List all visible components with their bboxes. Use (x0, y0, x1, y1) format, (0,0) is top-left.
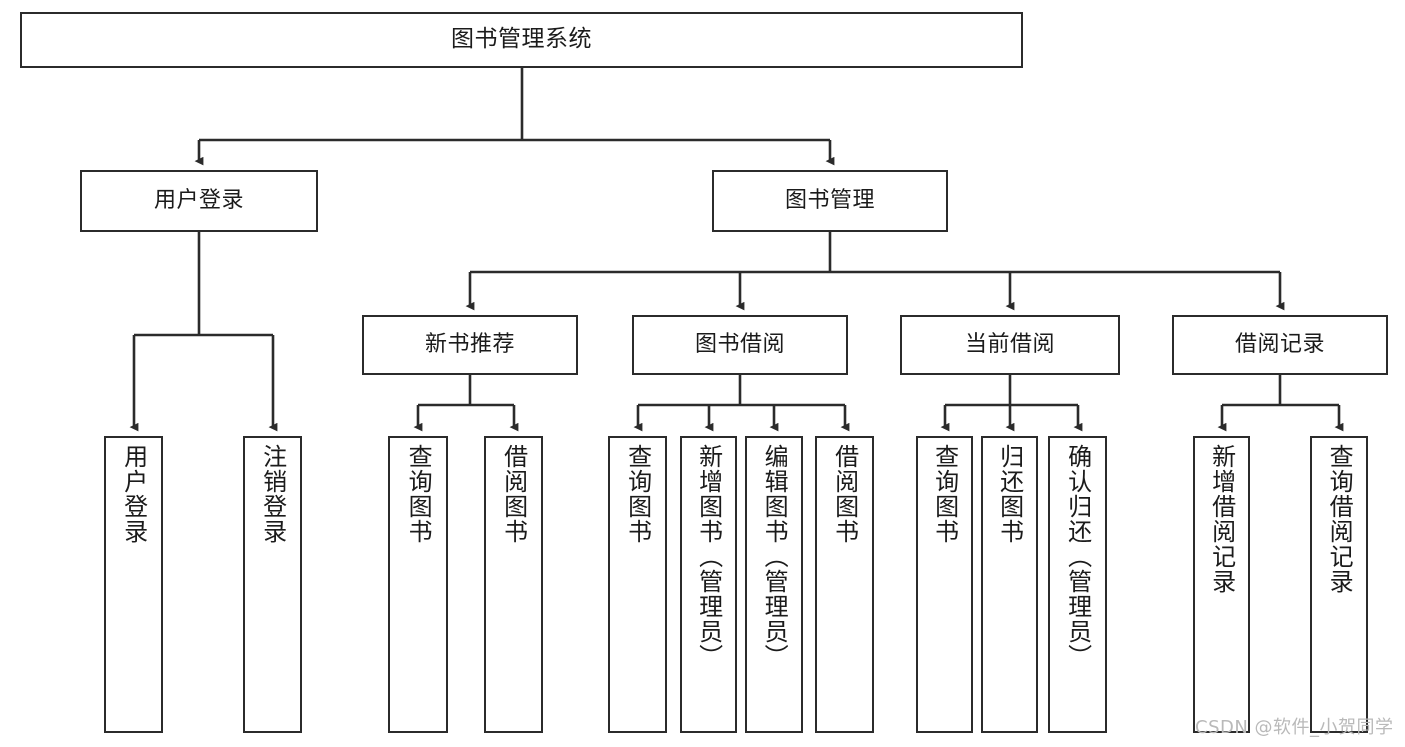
node-label: 图书借阅 (694, 332, 785, 358)
node-n8[interactable]: 注销登录 (243, 436, 302, 733)
node-n0[interactable]: 图书管理系统 (20, 12, 1023, 68)
node-label: 查询借阅记录 (1325, 444, 1354, 594)
node-label: 用户登录 (153, 188, 244, 214)
node-n2[interactable]: 图书管理 (712, 170, 948, 232)
node-label: 注销登录 (258, 444, 287, 544)
node-n14[interactable]: 借阅图书 (815, 436, 874, 733)
node-n1[interactable]: 用户登录 (80, 170, 318, 232)
node-label: 图书管理 (784, 188, 875, 214)
node-label: 查询图书 (930, 444, 959, 544)
node-label: 图书管理系统 (451, 26, 592, 53)
node-label: 查询图书 (623, 444, 652, 544)
node-label: 确认归还（管理员） (1063, 444, 1092, 669)
node-n15[interactable]: 查询图书 (916, 436, 973, 733)
node-n11[interactable]: 查询图书 (608, 436, 667, 733)
node-label: 新增图书（管理员） (694, 444, 723, 669)
node-n18[interactable]: 新增借阅记录 (1193, 436, 1250, 733)
node-n6[interactable]: 借阅记录 (1172, 315, 1388, 375)
node-n19[interactable]: 查询借阅记录 (1310, 436, 1368, 733)
node-n10[interactable]: 借阅图书 (484, 436, 543, 733)
node-label: 新增借阅记录 (1207, 444, 1236, 594)
node-n9[interactable]: 查询图书 (388, 436, 448, 733)
node-label: 新书推荐 (424, 332, 515, 358)
node-n12[interactable]: 新增图书（管理员） (680, 436, 737, 733)
node-label: 查询图书 (404, 444, 433, 544)
node-n3[interactable]: 新书推荐 (362, 315, 578, 375)
node-label: 借阅记录 (1234, 332, 1325, 358)
node-n7[interactable]: 用户登录 (104, 436, 163, 733)
node-label: 借阅图书 (830, 444, 859, 544)
node-label: 当前借阅 (964, 332, 1055, 358)
node-label: 用户登录 (119, 444, 148, 544)
node-n4[interactable]: 图书借阅 (632, 315, 848, 375)
node-label: 编辑图书（管理员） (760, 444, 789, 669)
node-label: 归还图书 (995, 444, 1024, 544)
node-n13[interactable]: 编辑图书（管理员） (745, 436, 803, 733)
node-n16[interactable]: 归还图书 (981, 436, 1038, 733)
node-label: 借阅图书 (499, 444, 528, 544)
node-n5[interactable]: 当前借阅 (900, 315, 1120, 375)
node-n17[interactable]: 确认归还（管理员） (1048, 436, 1107, 733)
watermark-text: CSDN @软件_小贺同学 (1195, 717, 1394, 738)
